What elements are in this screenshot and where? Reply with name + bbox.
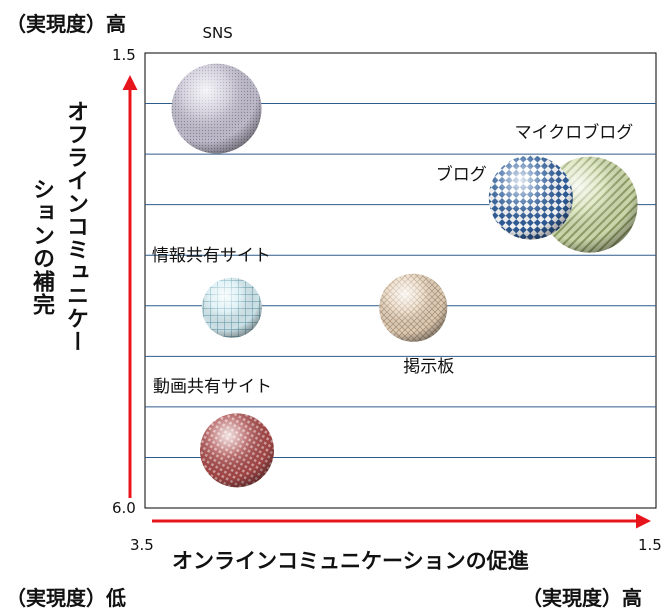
corner-bottom-left-label: （実現度）低 [6,586,126,610]
bubble-shading [201,277,262,338]
y-axis-label-col2: ションの補完 [29,178,54,316]
bubble-shading [379,273,448,342]
y-axis-label-col1: オフラインコミュニケー [63,100,88,353]
bubble-label: マイクロブログ [514,122,634,143]
x-tick-left: 3.5 [130,536,154,554]
corner-top-left-label: （実現度）高 [6,12,126,36]
bubble-shading [171,63,262,154]
plot-area-border [144,52,657,509]
bubble-label: ブログ [435,164,487,185]
bubbles [171,63,638,488]
bubble-label: 掲示板 [403,356,455,377]
x-axis-label: オンラインコミュニケーションの促進 [172,549,529,573]
bubble-shading [488,155,573,240]
bubble-label: 動画共有サイト [152,377,272,398]
y-tick-top: 1.5 [112,46,136,64]
bubble-label: SNS [202,23,233,42]
corner-bottom-right-label: （実現度）高 [522,586,642,610]
bubble-shading [199,413,274,488]
bubble-label: 情報共有サイト [151,245,271,266]
x-tick-right: 1.5 [638,536,662,554]
y-tick-bottom: 6.0 [112,499,136,517]
